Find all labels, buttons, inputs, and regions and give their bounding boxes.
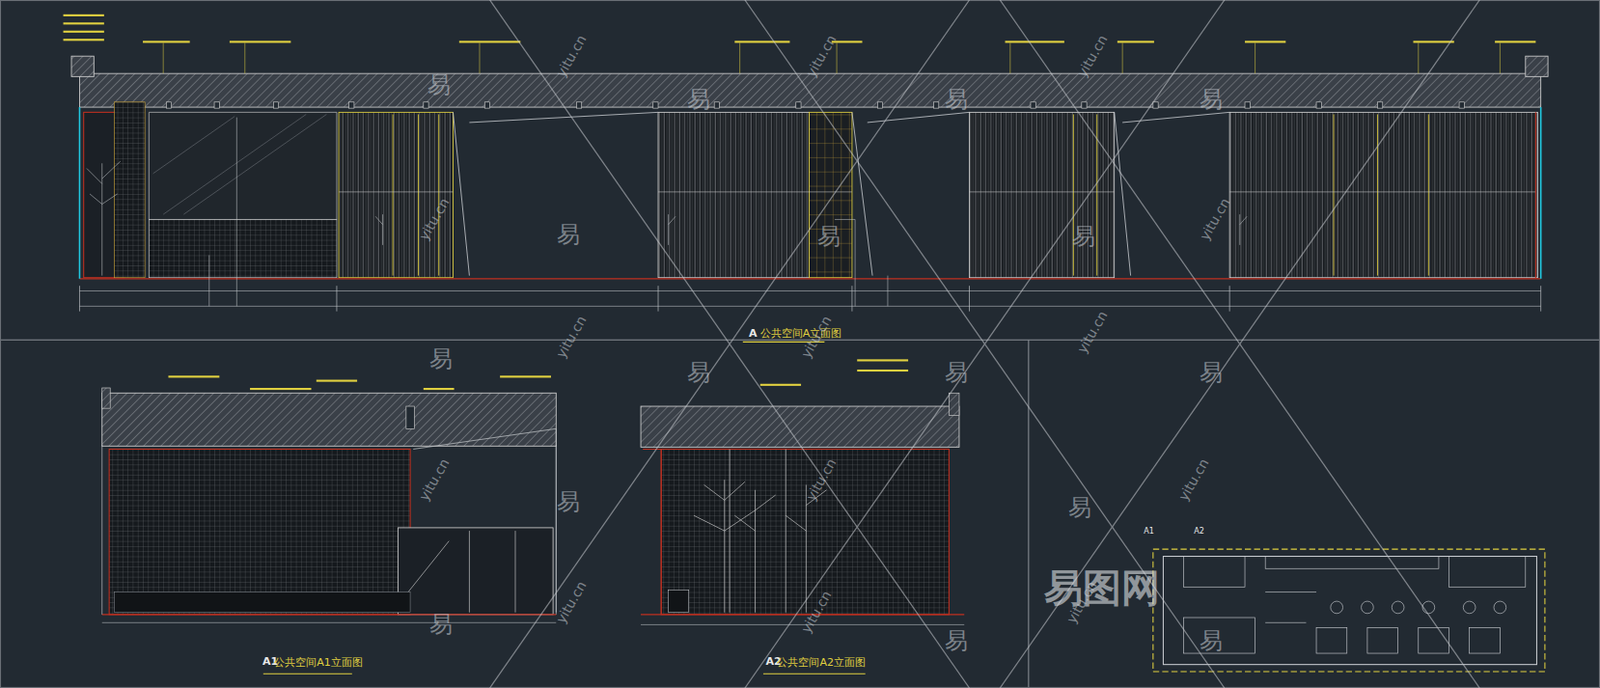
watermark-text: yitu.cn — [553, 579, 589, 626]
watermark-text: 易 — [1199, 629, 1223, 653]
watermark-text: yitu.cn — [553, 32, 589, 80]
drawing-label: A1 — [1143, 527, 1155, 536]
watermark-text: 易 — [556, 222, 580, 247]
watermark-text: 易 — [1199, 360, 1223, 385]
watermark-text: 易 — [556, 490, 580, 514]
watermark-text: yitu.cn — [553, 313, 589, 360]
watermark-text: 易 — [944, 629, 968, 653]
watermark-text: yitu.cn — [1074, 32, 1109, 80]
watermark-text: yitu.cn — [1196, 195, 1232, 243]
drawing-label: A2 — [1193, 527, 1205, 536]
watermark-text: 易 — [1068, 496, 1092, 520]
watermark-text: 易 — [429, 347, 453, 371]
drawing-label: 公共空间A立面图 — [760, 328, 843, 339]
watermark-text: 易 — [427, 73, 451, 97]
watermark-text: 易 — [817, 224, 841, 249]
watermark-text: 易 — [687, 87, 711, 111]
watermark-text: yitu.cn — [1074, 308, 1109, 356]
drawing-label: 公共空间A2立面图 — [776, 657, 866, 668]
watermark-text: yitu.cn — [1176, 456, 1212, 503]
drawing-label: A — [748, 328, 758, 339]
watermark-text: 易 — [944, 87, 968, 111]
watermark-text: 易 — [429, 612, 453, 636]
watermark-text: 易 — [687, 360, 711, 385]
watermark-text: 易 — [944, 360, 968, 385]
watermark-text: 易图网 — [1044, 568, 1160, 607]
drawing-label: 公共空间A1立面图 — [274, 657, 363, 668]
watermark-text: yitu.cn — [803, 32, 839, 80]
watermark-text: 易 — [1199, 87, 1223, 111]
watermark-text: yitu.cn — [415, 456, 451, 503]
watermark-text: 易 — [1072, 224, 1096, 249]
